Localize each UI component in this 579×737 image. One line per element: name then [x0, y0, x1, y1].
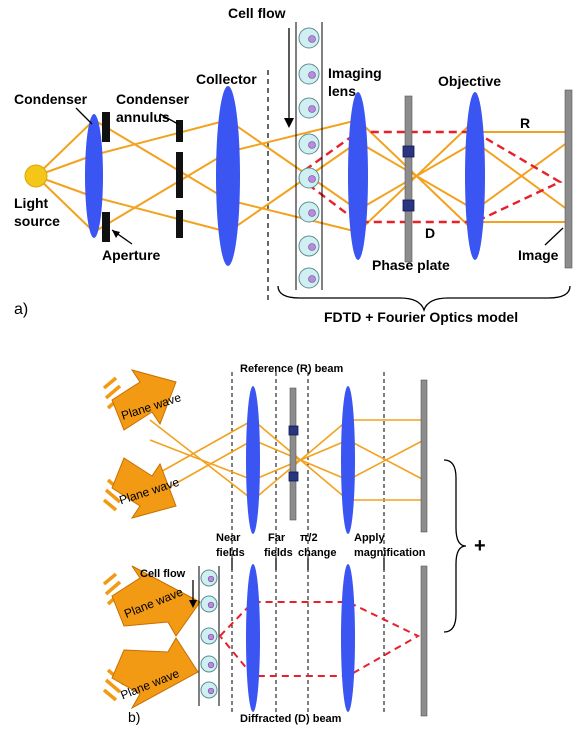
label-cell-flow-b: Cell flow: [140, 568, 186, 580]
image-plane-bottom-b: [420, 565, 428, 717]
imaging-lens: [348, 92, 368, 260]
cell-column-a: [298, 27, 320, 289]
aperture-top: [102, 112, 110, 142]
annulus-bottom: [176, 210, 183, 238]
illumination-rays: [35, 119, 569, 233]
objective-lens-bottom-b: [341, 564, 355, 712]
plane-wave-top-1: Plane wave: [102, 369, 183, 431]
far-field-lens-bottom: [246, 564, 260, 712]
plane-wave-bottom-1: Plane wave: [102, 565, 201, 637]
flow-channel-b: [198, 566, 220, 706]
label-collector: Collector: [196, 71, 257, 87]
panel-a-label: a): [14, 301, 28, 318]
label-diffracted-beam: Diffracted (D) beam: [240, 713, 342, 725]
plane-wave-bottom-2: Plane wave: [102, 637, 199, 710]
label-condenser: Condenser: [14, 91, 88, 107]
label-imaging-lens-1: Imaging: [328, 65, 382, 81]
label-phase-plate: Phase plate: [372, 257, 450, 273]
phase-plate-b: [289, 387, 297, 521]
phase-marker-bottom-b: [288, 471, 299, 482]
condenser-lens: [85, 114, 103, 238]
objective-lens-top-b: [341, 386, 355, 534]
sum-brace: [443, 459, 467, 633]
reference-rays-b: [149, 419, 425, 501]
label-d-beam: D: [425, 225, 435, 241]
panel-a: Cell flow Condenser Condenser annulus Co…: [14, 5, 573, 325]
diffracted-rays-b: [219, 601, 421, 677]
collector-lens: [216, 86, 240, 266]
label-aperture: Aperture: [102, 247, 161, 263]
label-apply-2: magnification: [354, 547, 426, 559]
phase-plate-marker-bottom: [402, 199, 415, 212]
annulus-top: [176, 120, 183, 142]
label-pi-change-1: π/2: [300, 532, 318, 544]
objective-lens: [465, 92, 485, 260]
label-light-source-1: Light: [14, 195, 49, 211]
condenser-pointer: [75, 107, 93, 125]
label-condenser-annulus-1: Condenser: [116, 91, 190, 107]
model-brace: [277, 285, 571, 313]
annulus-middle: [176, 152, 183, 198]
label-r-beam: R: [520, 115, 530, 131]
label-cell-flow-a: Cell flow: [228, 5, 286, 21]
label-light-source-2: source: [14, 213, 60, 229]
flow-channel-a: [295, 22, 323, 290]
cell-flow-arrowhead-a: [284, 118, 294, 128]
phase-plate: [404, 95, 413, 263]
label-near-fields-2: fields: [216, 547, 245, 559]
cell-flow-arrowhead-b: [189, 600, 197, 608]
label-far-fields-2: fields: [264, 547, 293, 559]
image-plane: [564, 89, 573, 269]
panel-b: Plane wave Plane wave Plane wave: [102, 363, 486, 725]
plane-wave-top-2: Plane wave: [102, 457, 181, 519]
phase-plate-marker-top: [402, 145, 415, 158]
label-far-fields-1: Far: [268, 532, 286, 544]
light-source-icon: [24, 164, 48, 188]
aperture-bottom: [102, 212, 110, 242]
label-model: FDTD + Fourier Optics model: [324, 309, 518, 325]
label-condenser-annulus-2: annulus: [116, 109, 170, 125]
image-pointer: [544, 227, 564, 246]
panel-b-label: b): [128, 709, 140, 725]
annulus-pointer: [159, 113, 179, 125]
phase-marker-top-b: [288, 425, 299, 436]
label-pi-change-2: change: [298, 547, 337, 559]
label-near-fields-1: Near: [216, 532, 241, 544]
label-objective: Objective: [438, 73, 501, 89]
far-field-lens-top: [246, 386, 260, 534]
label-apply-1: Apply: [354, 532, 385, 544]
label-plus: +: [474, 535, 486, 557]
label-image: Image: [518, 247, 559, 263]
label-reference-beam: Reference (R) beam: [240, 363, 344, 375]
label-imaging-lens-2: lens: [328, 83, 356, 99]
image-plane-top-b: [420, 379, 428, 533]
